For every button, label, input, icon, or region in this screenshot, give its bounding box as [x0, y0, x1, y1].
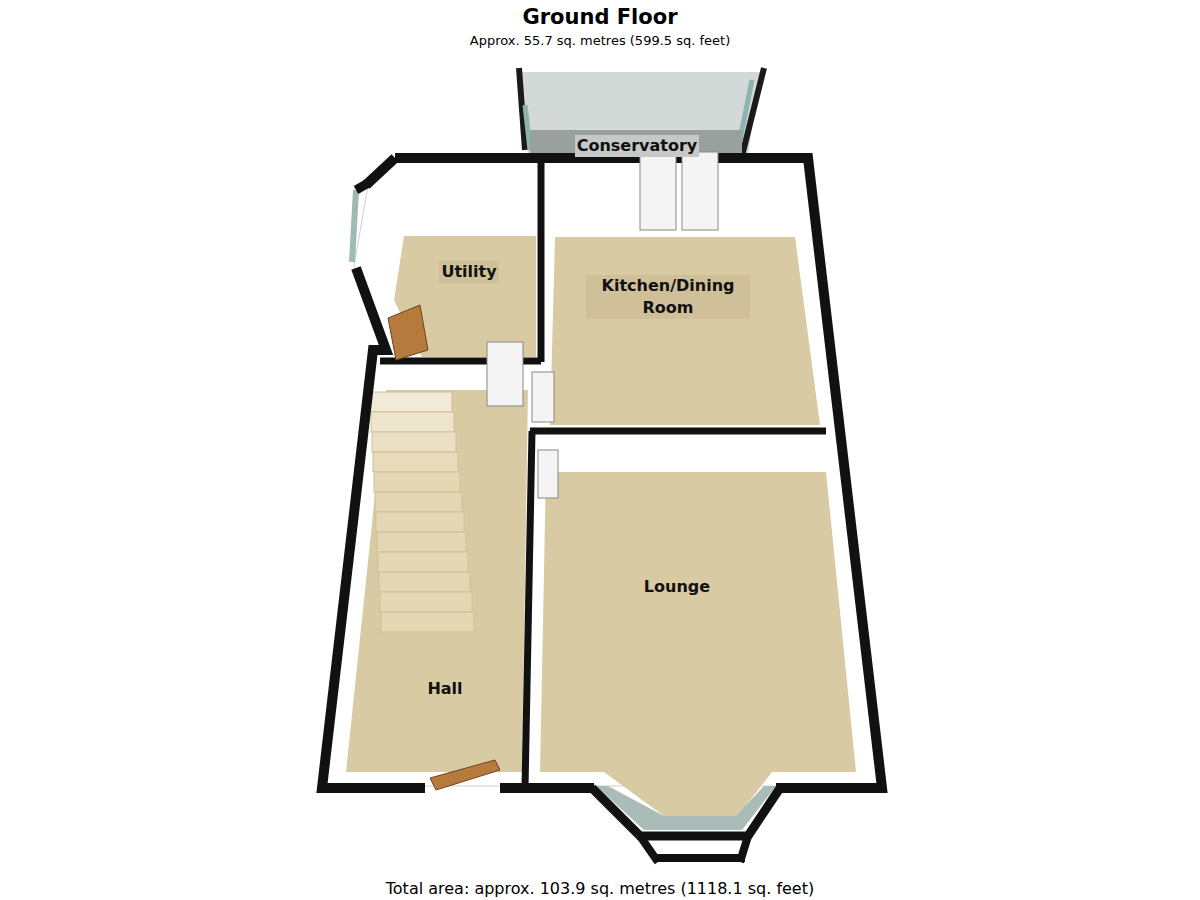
room-label: Kitchen/Dining Room: [582, 273, 754, 321]
room-name: Utility: [439, 261, 498, 283]
french-door: [640, 152, 676, 230]
bay-wall: [640, 836, 748, 862]
plan-text: Approx. 55.7 sq. metres (599.5 sq. feet): [470, 33, 731, 48]
door: [487, 342, 523, 406]
door: [538, 450, 558, 498]
plan-text: Total area: approx. 103.9 sq. metres (11…: [386, 879, 814, 898]
door: [532, 372, 554, 422]
floor: [550, 237, 820, 425]
room-name: Lounge: [642, 576, 712, 598]
room-label: Conservatory: [571, 133, 704, 159]
floor: [346, 390, 528, 772]
outer-wall: [322, 158, 882, 788]
front-door: [430, 760, 500, 790]
plan-text: Ground Floor: [522, 5, 677, 29]
window: [352, 190, 356, 262]
floor: [540, 472, 856, 816]
room-label: Lounge: [638, 574, 716, 600]
external-door: [388, 305, 428, 360]
inner-wall: [380, 160, 826, 788]
room-name: Kitchen/Dining Room: [586, 275, 750, 319]
bay-wall: [592, 788, 780, 836]
french-door: [682, 152, 718, 230]
room-name: Hall: [425, 678, 464, 700]
room-name: Conservatory: [575, 135, 700, 157]
glass-pane: [525, 105, 530, 150]
stairs: [370, 392, 474, 632]
outer-wall: [356, 182, 370, 190]
room-label: Hall: [421, 676, 468, 702]
room-label: Utility: [435, 259, 502, 285]
